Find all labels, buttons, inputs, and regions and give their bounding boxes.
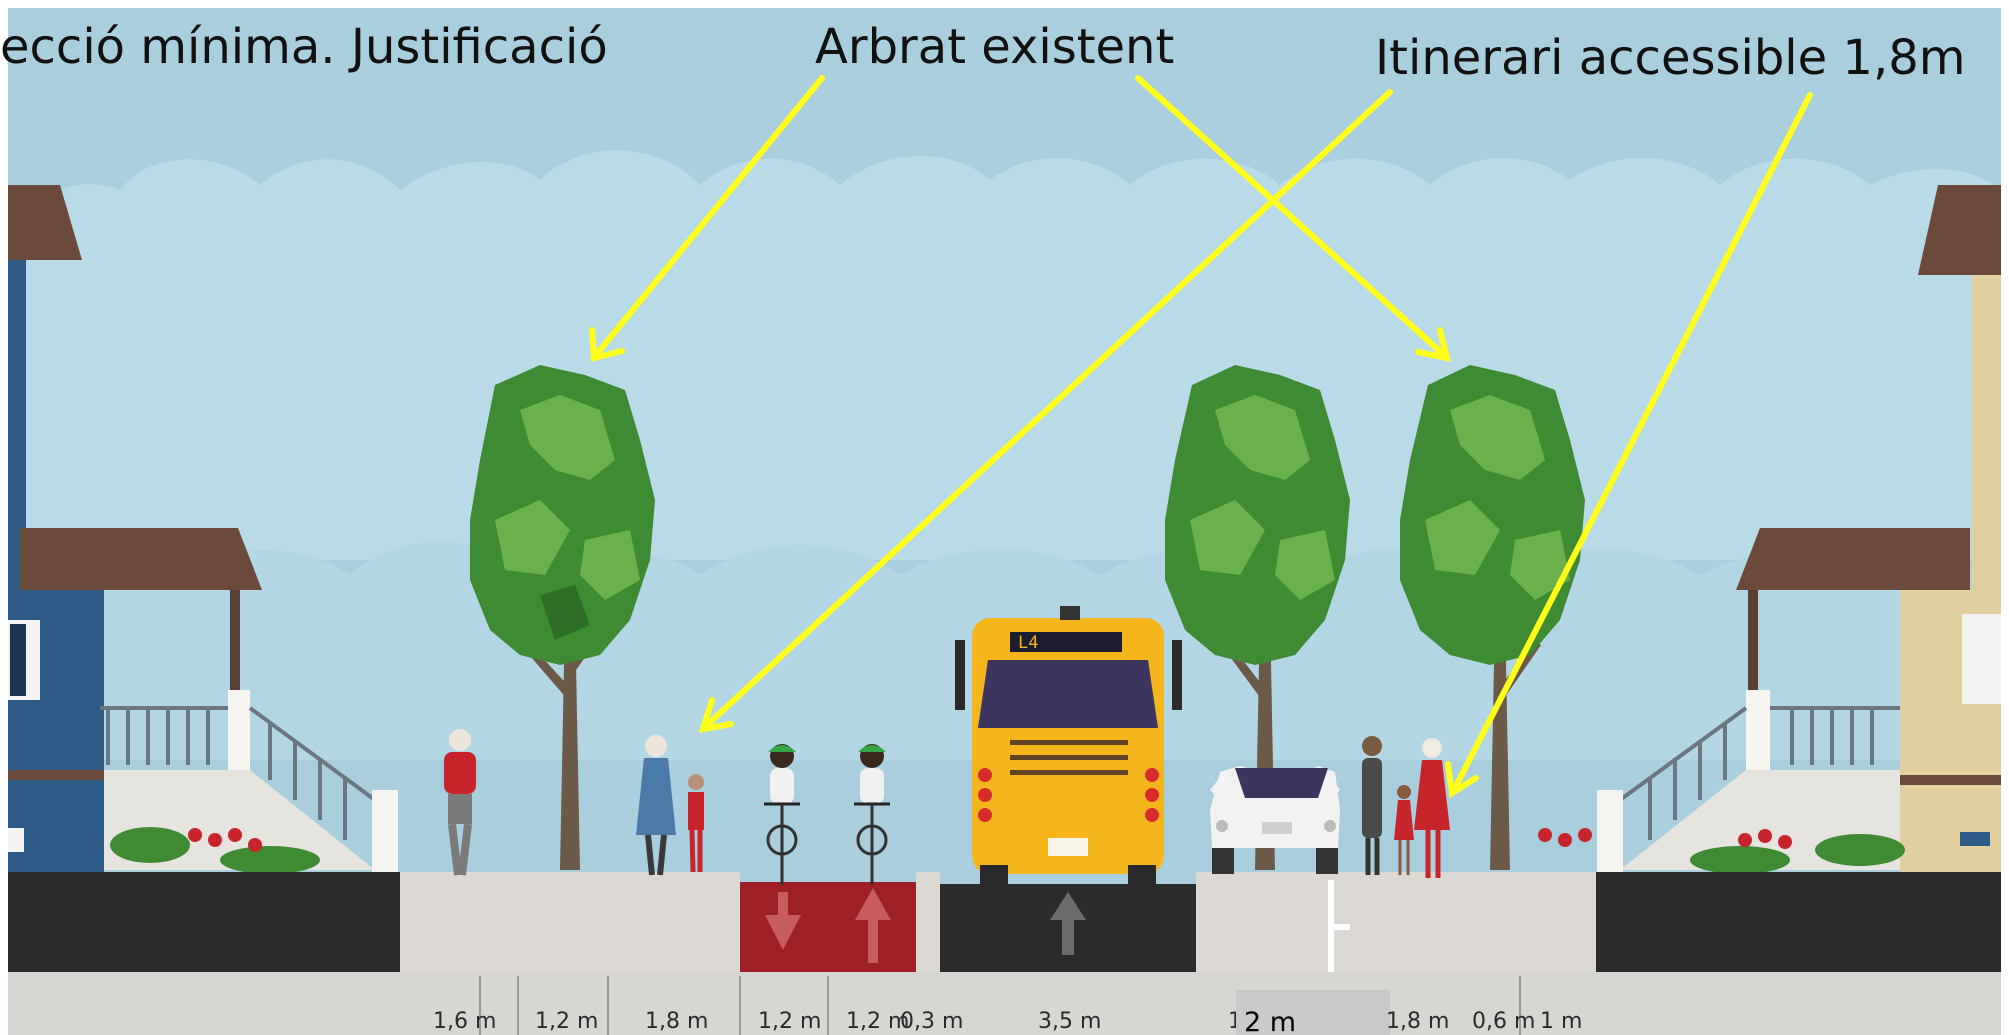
cyclist-2 <box>854 744 890 885</box>
cyclist-1 <box>764 744 800 885</box>
arrow-route-to-right-sidewalk <box>1445 92 1813 798</box>
dim-label: 1,2 m <box>535 1009 598 1034</box>
arrow-trees-to-left-tree <box>589 75 825 362</box>
pedestrian-woman-blue <box>636 735 704 876</box>
buffer-strip <box>916 872 940 972</box>
dim-label: 0,6 m <box>1472 1009 1535 1034</box>
pedestrian-family-right <box>1362 736 1450 878</box>
dimension-labels: 1,6 m 1,2 m 1,8 m 1,2 m 1,2 m 0,3 m 3,5 … <box>433 976 1582 1035</box>
accessible-route-label: Itinerari accessible 1,8m <box>1375 30 1966 86</box>
bus: L4 <box>955 606 1182 887</box>
title-label: ecció mínima. Justificació <box>0 19 608 75</box>
dim-label: 1,6 m <box>433 1009 496 1034</box>
left-sidewalk <box>400 872 740 972</box>
pedestrian-woman-red <box>444 729 476 876</box>
tree-middle <box>1165 365 1350 870</box>
dim-label: 3,5 m <box>1038 1009 1101 1034</box>
dim-label: 0,3 m <box>900 1009 963 1034</box>
right-sidewalk <box>1196 872 1596 972</box>
dimension-strip <box>8 972 2001 1035</box>
car <box>1210 766 1340 874</box>
street-cross-section <box>8 872 2001 1035</box>
left-house <box>8 185 398 880</box>
dimension-highlight-box <box>1236 990 1390 1035</box>
trees-label: Arbrat existent <box>815 19 1174 75</box>
dim-label-highlight: 2 m <box>1244 1007 1296 1035</box>
tree-left <box>470 365 655 870</box>
tree-right <box>1400 365 1585 870</box>
dim-label: 1,2 m <box>846 1009 909 1034</box>
annotation-arrows <box>589 75 1813 798</box>
bus-route-code: L4 <box>1018 633 1038 653</box>
dim-label: 1,8 m <box>645 1009 708 1034</box>
left-front-yard <box>8 872 400 972</box>
bike-lane <box>740 882 916 972</box>
right-house <box>1538 185 2001 880</box>
right-front-yard <box>1596 872 2001 972</box>
arrow-route-to-left-sidewalk <box>698 89 1393 733</box>
dim-label: 1 m <box>1540 1009 1582 1034</box>
bus-lane-arrow-icon <box>1050 892 1086 955</box>
up-arrow-icon <box>855 888 891 963</box>
down-arrow-icon <box>765 892 801 950</box>
arrow-trees-to-right-tree <box>1135 75 1452 362</box>
dim-label: 1,8 m <box>1386 1009 1449 1034</box>
dim-label: 1,2 m <box>758 1009 821 1034</box>
